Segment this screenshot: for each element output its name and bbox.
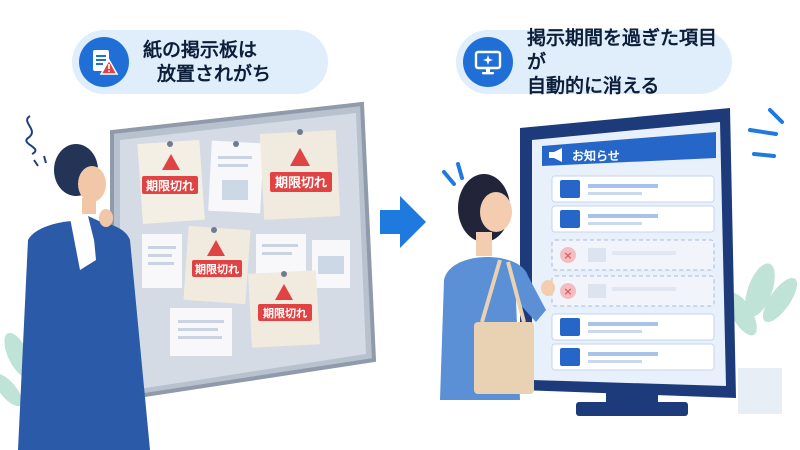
svg-text:×: × <box>563 285 572 298</box>
pointing-woman <box>440 174 555 400</box>
expired-label: 期限切れ <box>195 262 239 276</box>
expired-label: 期限切れ <box>146 178 194 193</box>
notice-item <box>551 313 715 341</box>
digital-signage-scene: お知らせ × × <box>440 108 798 416</box>
monitor-sparkle-icon <box>463 37 513 87</box>
right-caption-line2: 自動的に消える <box>527 75 660 97</box>
left-caption-bubble: 紙の掲示板は 放置されがち <box>72 30 328 94</box>
paper-notice <box>256 234 306 274</box>
paper-notice <box>312 240 350 288</box>
expired-stamp: 期限切れ <box>142 154 198 194</box>
removed-notice-item: × <box>551 239 715 271</box>
notice-item <box>551 343 715 371</box>
image-icon <box>560 318 580 336</box>
document-warning-icon <box>79 37 129 87</box>
left-caption-line2: 放置されがち <box>157 63 272 85</box>
expired-label: 期限切れ <box>275 176 327 191</box>
megaphone-icon <box>560 348 580 366</box>
plant-right <box>727 263 798 414</box>
remove-icon <box>560 283 576 299</box>
paper-notice <box>170 308 232 356</box>
bulletin-board-scene: 期限切れ 期限切れ 期限切れ 期限切れ <box>0 101 377 450</box>
megaphone-icon <box>549 148 562 162</box>
signage-header: お知らせ <box>572 148 620 163</box>
left-caption-line1: 紙の掲示板は <box>143 39 258 61</box>
expired-stamp: 期限切れ <box>192 240 242 277</box>
confused-man <box>18 115 150 450</box>
image-icon <box>560 210 580 228</box>
right-caption-bubble: 掲示期間を過ぎた項目が 自動的に消える <box>456 27 732 97</box>
notice-item <box>551 205 715 233</box>
remove-icon <box>560 247 576 263</box>
sparkle-lines <box>442 108 784 186</box>
right-caption-line1: 掲示期間を過ぎた項目が <box>527 27 718 73</box>
svg-text:×: × <box>563 249 572 262</box>
removed-notice-item: × <box>551 275 715 307</box>
paper-notice <box>142 234 182 288</box>
notice-item <box>551 175 715 203</box>
expired-stamp: 期限切れ <box>258 284 312 321</box>
arrow-right-icon <box>380 196 426 248</box>
paper-notice <box>208 140 264 214</box>
expired-label: 期限切れ <box>263 306 307 320</box>
document-icon <box>560 180 580 198</box>
expired-stamp: 期限切れ <box>270 148 332 192</box>
